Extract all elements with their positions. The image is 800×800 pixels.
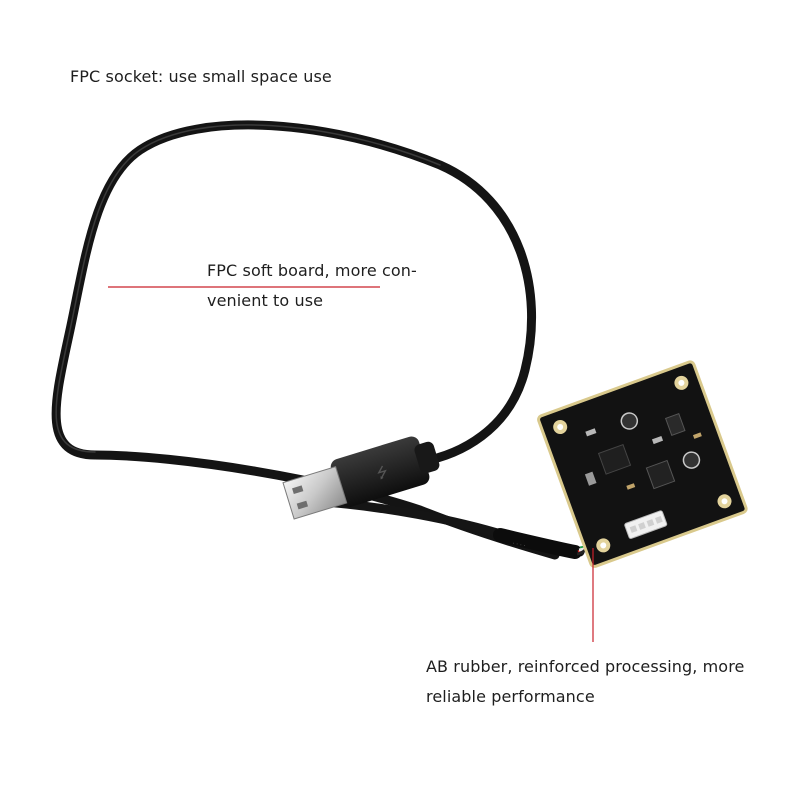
usb-a-plug: ⭍ [282,436,440,520]
fpc-annotation-line-2: venient to use [207,291,324,310]
ab-annotation-line-1: AB rubber, reinforced processing, more [426,657,745,676]
sensor-chip [597,443,632,475]
cable-highlight [55,124,441,453]
ab-annotation-line-2: reliable performance [426,687,595,706]
usb-trident-icon: ⭍ [375,464,391,483]
fpc-annotation-line-1: FPC soft board, more con- [207,261,417,280]
ab-rubber-sleeve: · · · · [493,528,582,559]
usb-plug-strain-relief [414,441,440,474]
microphone-icon [682,451,701,469]
usb-plug-housing [330,436,430,508]
svg-text:· · · ·: · · · · [512,540,527,550]
fpc-annotation: FPC soft board, more con- venient to use [207,256,417,316]
controller-chip [645,459,676,490]
pcb-board [537,360,748,568]
microphone-icon [620,412,639,430]
ab-rubber-annotation: AB rubber, reinforced processing, more r… [426,652,744,712]
camera-module-pcb [537,360,748,568]
socket-annotation-text: FPC socket: use small space use [70,67,332,86]
socket-annotation: FPC socket: use small space use [70,62,332,92]
